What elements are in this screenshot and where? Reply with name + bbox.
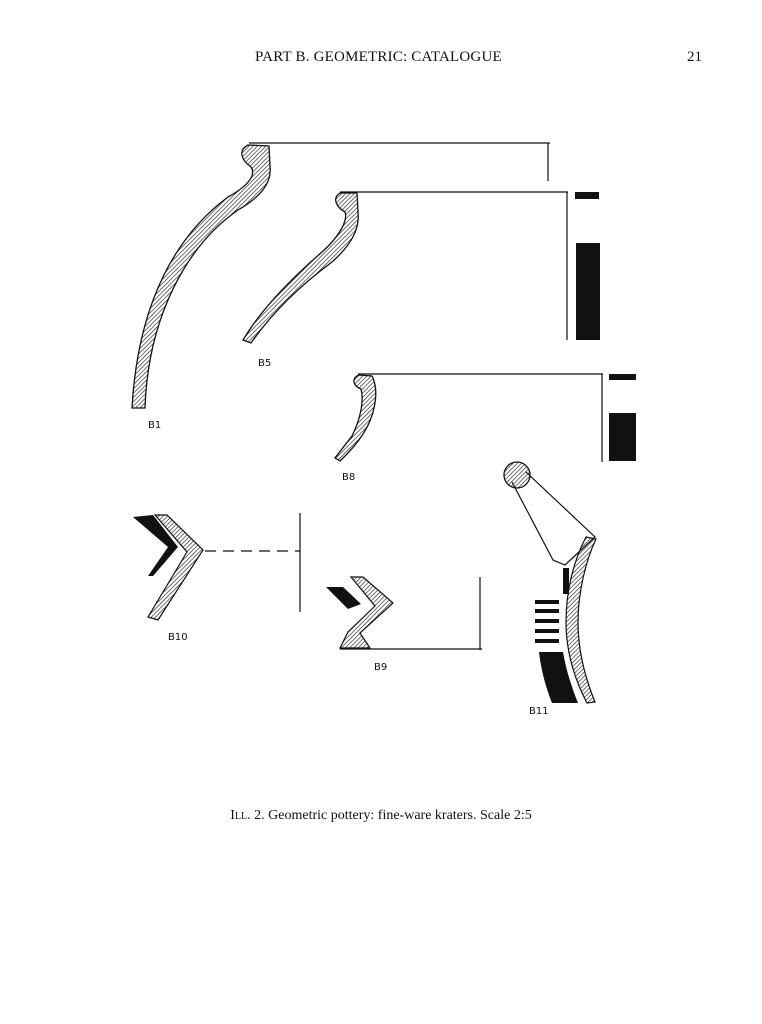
sherd-b5: B5	[242, 191, 600, 369]
page-number: 21	[687, 49, 702, 65]
label-b9: B9	[374, 662, 387, 673]
running-title: PART B. GEOMETRIC: CATALOGUE	[255, 49, 502, 65]
label-b8: B8	[342, 472, 355, 483]
sherd-b9: B9	[326, 576, 482, 673]
label-b10: B10	[168, 632, 188, 643]
sherd-b11: B11	[503, 461, 597, 717]
label-b11: B11	[529, 706, 549, 717]
sherd-b8: B8	[334, 373, 636, 483]
running-head: PART B. GEOMETRIC: CATALOGUE 21	[0, 49, 762, 71]
sherd-b1: B1	[131, 142, 550, 431]
figure-caption: Ill. 2. Geometric pottery: fine-ware kra…	[0, 808, 762, 824]
sherd-b10: B10	[133, 513, 301, 643]
label-b1: B1	[148, 420, 161, 431]
label-b5: B5	[258, 358, 271, 369]
caption-prefix: Ill.	[230, 808, 251, 823]
caption-text: 2. Geometric pottery: fine-ware kraters.…	[250, 808, 532, 823]
